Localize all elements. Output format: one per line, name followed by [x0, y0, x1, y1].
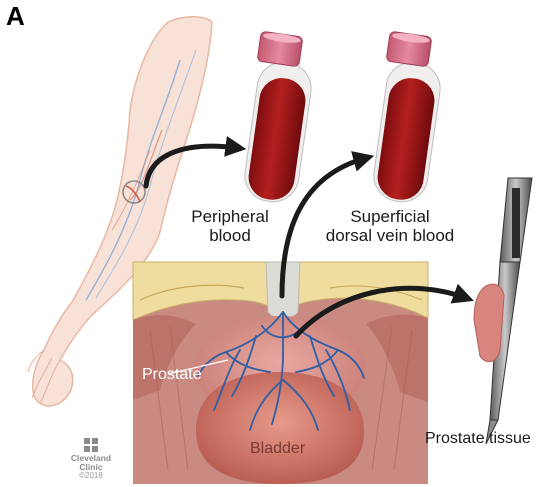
superficial-caption-line-1: Superficial	[350, 207, 429, 226]
cleveland-clinic-mark-icon	[84, 438, 98, 452]
peripheral-blood-caption: Peripheral blood	[170, 208, 290, 245]
superficial-caption-line-2: dorsal vein blood	[326, 226, 455, 245]
cleveland-clinic-logo: Cleveland Clinic ©2018	[60, 438, 122, 481]
superficial-dorsal-vein-blood-caption: Superficial dorsal vein blood	[310, 208, 470, 245]
bladder-label: Bladder	[250, 440, 305, 458]
panel-label: A	[6, 2, 25, 31]
peripheral-caption-line-2: blood	[209, 226, 251, 245]
superficial-dorsal-vein-blood-tube	[371, 31, 444, 205]
peripheral-blood-tube	[242, 31, 315, 205]
prostate-tissue-caption: Prostate tissue	[425, 430, 531, 448]
prostate-tissue-core	[474, 284, 504, 362]
peripheral-caption-line-1: Peripheral	[191, 207, 269, 226]
logo-copyright: ©2018	[60, 472, 122, 481]
prostate-label: Prostate	[142, 366, 202, 384]
